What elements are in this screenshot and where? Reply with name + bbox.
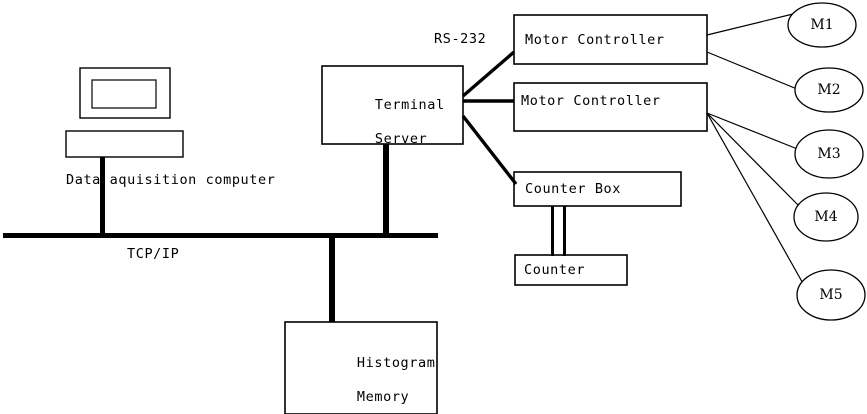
motor-controller-2-box: [513, 82, 708, 132]
counter-ribbon-lead-right: [563, 206, 566, 256]
motor-m5-label: M5: [819, 287, 843, 303]
terminal-server-box: [321, 65, 464, 145]
link-motor-controller-2-to-m5: [706, 112, 806, 288]
link-motor-controller-1-to-m2: [706, 51, 798, 90]
counter-ribbon-lead-left: [551, 206, 554, 256]
motor-m2-ellipse: [794, 67, 864, 113]
motor-m4-label: M4: [814, 209, 838, 225]
histogram-memory-box: [284, 321, 438, 414]
motor-m2-label: M2: [817, 82, 841, 98]
counter-box-box: [513, 171, 682, 207]
data-acquisition-computer-label: Data aquisition computer: [66, 172, 276, 188]
rs232-link-label: RS-232: [434, 31, 487, 47]
motor-m1-label: M1: [810, 17, 834, 33]
link-motor-controller-2-to-m4: [706, 112, 801, 208]
terminal-server-bus-drop: [383, 144, 389, 236]
keyboard-base: [65, 130, 184, 158]
tcpip-bus-label: TCP/IP: [127, 246, 180, 262]
motor-controller-1-box: [513, 14, 708, 65]
computer-bus-drop: [100, 157, 105, 235]
link-terminal-server-to-counter-box: [461, 114, 518, 186]
tcpip-bus-line: [3, 233, 438, 238]
motor-m3-label: M3: [817, 146, 841, 162]
motor-m3-ellipse: [794, 129, 864, 179]
link-motor-controller-1-to-m1: [706, 13, 794, 36]
monitor-screen: [91, 79, 157, 109]
link-motor-controller-2-to-m3: [706, 112, 806, 153]
counter-box: [514, 254, 628, 286]
motor-m5-ellipse: [796, 269, 866, 321]
motor-m1-ellipse: [787, 2, 857, 48]
link-terminal-server-to-motor-controller-1: [461, 50, 516, 98]
histogram-memory-bus-drop: [329, 236, 335, 324]
motor-m4-ellipse: [793, 192, 859, 242]
